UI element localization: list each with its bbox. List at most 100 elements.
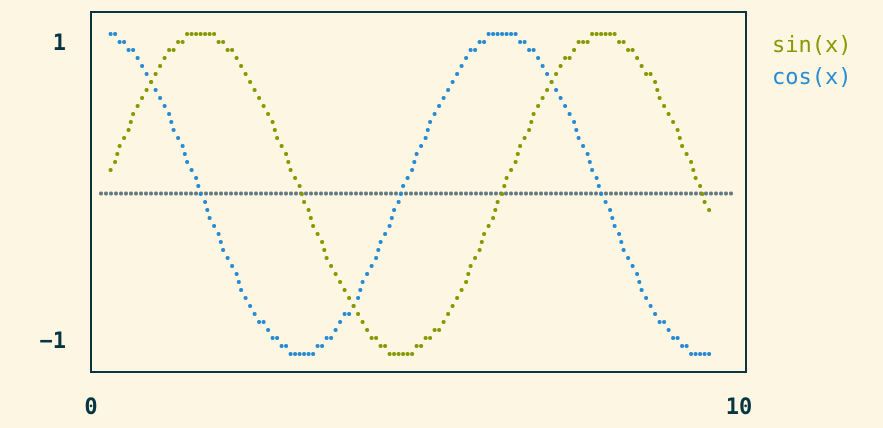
series-cos-point: [590, 168, 595, 172]
zero-line-dot: [174, 191, 178, 196]
series-sin-point: [477, 248, 482, 252]
series-cos-point: [621, 248, 626, 252]
series-cos-point: [297, 352, 302, 356]
series-sin-point: [311, 224, 316, 228]
zero-line-dot: [474, 191, 478, 196]
series-cos-point: [171, 128, 176, 132]
zero-line-dot: [519, 191, 523, 196]
zero-line-dot: [129, 191, 133, 196]
series-sin-point: [677, 136, 682, 140]
series-cos-point: [122, 40, 127, 44]
zero-line-dot: [684, 191, 688, 196]
series-sin-point: [617, 40, 622, 44]
series-cos-point: [288, 352, 293, 356]
series-sin-point: [248, 80, 253, 84]
series-sin-point: [198, 32, 203, 36]
series-cos-point: [666, 328, 671, 332]
series-cos-point: [324, 336, 329, 340]
series-cos-point: [446, 88, 451, 92]
series-sin-point: [329, 264, 334, 268]
series-cos-point: [376, 248, 381, 252]
series-sin-point: [320, 240, 325, 244]
zero-line-dot: [574, 191, 578, 196]
series-sin-point: [322, 248, 327, 252]
series-sin-point: [500, 192, 505, 196]
x-tick-label-left: 0: [84, 395, 97, 420]
y-tick-label-bottom: −1: [40, 329, 67, 354]
series-sin-point: [594, 32, 599, 36]
zero-line-dot: [374, 191, 378, 196]
series-sin-point: [680, 144, 685, 148]
series-cos-point: [693, 352, 698, 356]
legend-entry-cos: cos(x): [772, 65, 851, 90]
series-sin-point: [603, 32, 608, 36]
zero-line-dot: [719, 191, 723, 196]
series-sin-point: [693, 176, 698, 180]
series-cos-point: [236, 280, 241, 284]
series-cos-point: [162, 104, 167, 108]
series-cos-point: [252, 312, 257, 316]
zero-line-dot: [484, 191, 488, 196]
series-sin-point: [700, 192, 705, 196]
series-sin-point: [315, 232, 320, 236]
series-cos-point: [117, 40, 122, 44]
series-cos-point: [531, 48, 536, 52]
series-sin-point: [299, 192, 304, 196]
series-cos-point: [594, 176, 599, 180]
series-cos-point: [302, 352, 307, 356]
series-cos-point: [347, 312, 352, 316]
series-sin-point: [630, 48, 635, 52]
series-cos-point: [320, 344, 325, 348]
zero-line-dot: [229, 191, 233, 196]
series-cos-point: [311, 352, 316, 356]
zero-line-dot: [529, 191, 533, 196]
series-cos-point: [657, 320, 662, 324]
series-cos-point: [468, 48, 473, 52]
series-sin-point: [113, 160, 118, 164]
series-sin-point: [423, 336, 428, 340]
series-sin-point: [115, 152, 120, 156]
series-cos-point: [513, 32, 518, 36]
series-sin-point: [135, 104, 140, 108]
series-sin-point: [635, 56, 640, 60]
series-cos-point: [176, 136, 181, 140]
series-sin-point: [466, 272, 471, 276]
series-cos-point: [585, 152, 590, 156]
zero-line-dot: [509, 191, 513, 196]
series-sin-point: [468, 264, 473, 268]
zero-line-dot: [584, 191, 588, 196]
zero-line-dot: [124, 191, 128, 196]
series-cos-point: [306, 352, 311, 356]
series-sin-point: [302, 200, 307, 204]
series-sin-point: [479, 240, 484, 244]
series-sin-point: [369, 336, 374, 340]
zero-line-dot: [169, 191, 173, 196]
series-sin-point: [252, 88, 257, 92]
zero-line-dot: [309, 191, 313, 196]
series-cos-point: [558, 96, 563, 100]
series-cos-point: [414, 152, 419, 156]
series-sin-point: [414, 344, 419, 348]
series-cos-point: [225, 256, 230, 260]
series-sin-point: [308, 216, 313, 220]
series-cos-point: [635, 272, 640, 276]
series-sin-point: [428, 336, 433, 340]
zero-line-dot: [109, 191, 113, 196]
series-sin-point: [576, 40, 581, 44]
series-cos-point: [169, 120, 174, 124]
zero-line-dot: [634, 191, 638, 196]
series-cos-point: [261, 320, 266, 324]
zero-line-dot: [319, 191, 323, 196]
series-cos-point: [203, 200, 208, 204]
series-cos-point: [389, 216, 394, 220]
zero-line-dot: [384, 191, 388, 196]
series-cos-point: [279, 344, 284, 348]
zero-line-dot: [284, 191, 288, 196]
series-cos-point: [338, 320, 343, 324]
series-cos-point: [196, 184, 201, 188]
series-sin-point: [212, 32, 217, 36]
zero-reference-line: [99, 191, 733, 196]
series-sin-point: [216, 40, 221, 44]
zero-line-dot: [274, 191, 278, 196]
zero-line-dot: [504, 191, 508, 196]
